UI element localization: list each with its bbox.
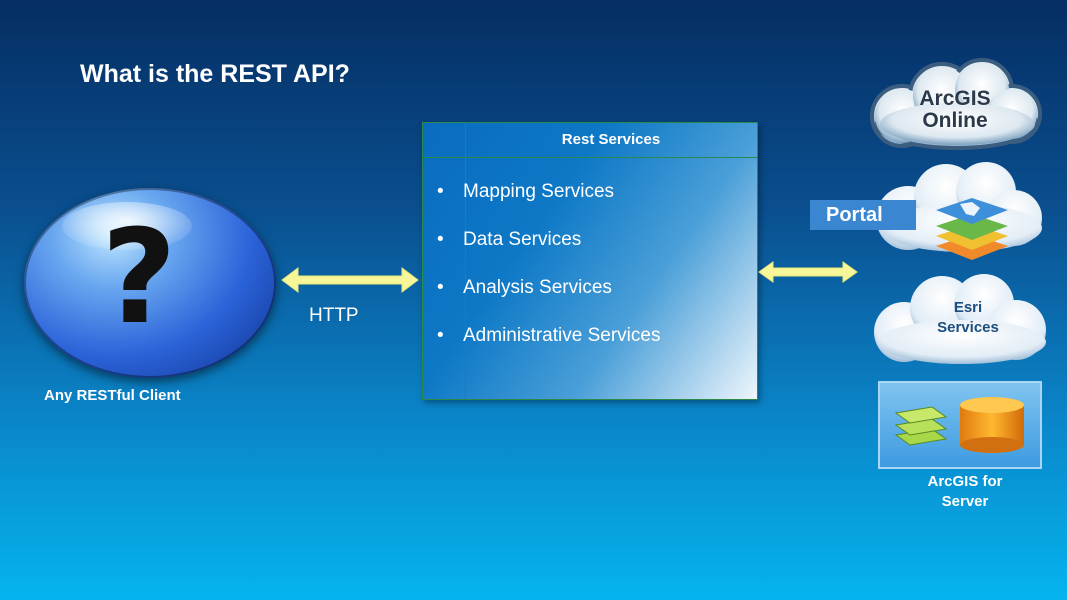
esri-services-cloud-icon <box>874 274 1046 364</box>
esri-services-line2: Services <box>937 319 999 336</box>
esri-services-line1: Esri <box>953 299 983 316</box>
rest-services-box: Rest Services •Mapping Services •Data Se… <box>422 122 758 400</box>
arcgis-online-line1: ArcGIS <box>919 87 991 110</box>
arcgis-server-line2: Server <box>941 493 989 510</box>
arcgis-online-label: ArcGIS Online <box>880 88 1030 132</box>
arcgis-server-label: ArcGIS for Server <box>905 472 1025 512</box>
portal-badge: Portal <box>810 200 916 230</box>
map-layers-icon <box>936 198 1008 260</box>
list-item: •Administrative Services <box>437 325 660 373</box>
client-http-arrow-icon <box>281 267 419 293</box>
http-label: HTTP <box>309 305 359 326</box>
esri-services-label: Esri Services <box>908 298 1028 338</box>
list-item: •Data Services <box>437 229 660 277</box>
rest-services-list: •Mapping Services •Data Services •Analys… <box>437 181 660 373</box>
service-data: Data Services <box>463 229 582 250</box>
database-icon <box>960 397 1024 453</box>
page-title: What is the REST API? <box>80 60 350 88</box>
arcgis-server-tile <box>878 381 1042 469</box>
client-label: Any RESTful Client <box>44 387 181 404</box>
service-analysis: Analysis Services <box>463 277 612 298</box>
arcgis-server-line1: ArcGIS for <box>927 473 1003 490</box>
column-divider <box>465 123 466 399</box>
arcgis-online-line2: Online <box>922 109 988 132</box>
list-item: •Mapping Services <box>437 181 660 229</box>
list-item: •Analysis Services <box>437 277 660 325</box>
rest-services-header: Rest Services <box>561 131 661 148</box>
service-mapping: Mapping Services <box>463 181 615 202</box>
layers-icon <box>894 406 948 446</box>
sphere-gloss <box>62 202 192 250</box>
question-mark-sphere-icon: ? <box>24 188 276 378</box>
services-provider-arrow-icon <box>758 261 858 283</box>
service-administrative: Administrative Services <box>463 325 661 346</box>
arcgis-online-cloud-icon <box>870 58 1042 150</box>
question-mark-glyph: ? <box>101 201 177 353</box>
header-divider <box>423 157 757 158</box>
